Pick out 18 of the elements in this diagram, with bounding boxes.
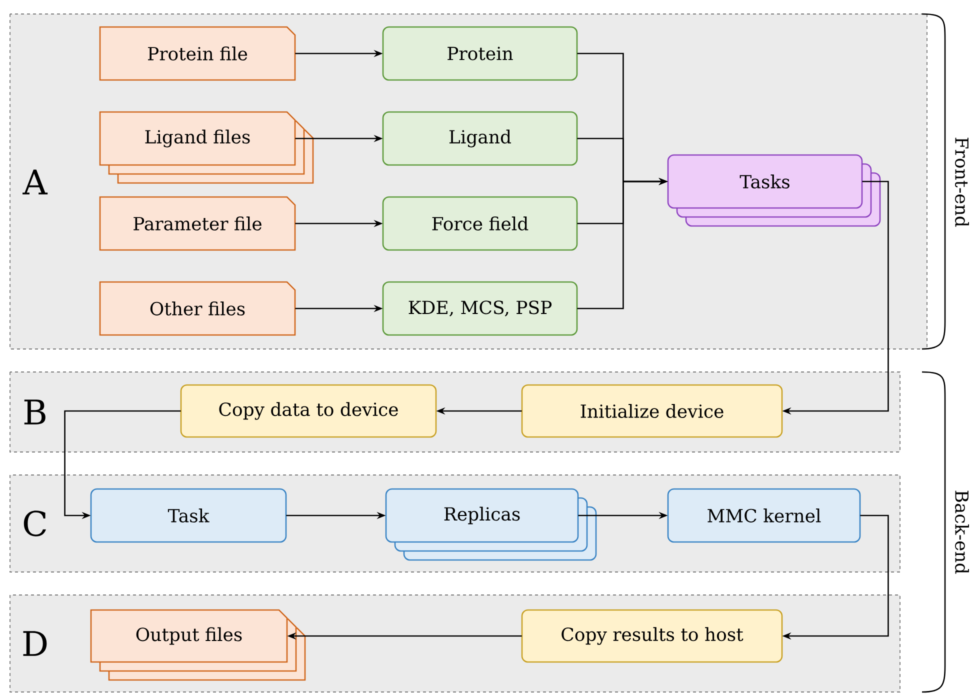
process-box: Copy results to host: [521, 609, 783, 663]
process-box: Initialize device: [521, 384, 783, 438]
process-box: MMC kernel: [667, 488, 861, 543]
file-box: Output files: [90, 609, 306, 681]
process-box: Replicas: [385, 488, 597, 561]
process-box: Copy data to device: [180, 384, 437, 438]
side-label: Front-end: [955, 138, 969, 227]
process-box: Force field: [382, 196, 578, 251]
process-box: Ligand: [382, 111, 578, 166]
file-box: Other files: [99, 281, 296, 336]
side-label: Back-end: [955, 490, 969, 574]
process-box: Task: [90, 488, 287, 543]
file-box: Protein file: [99, 26, 296, 81]
file-box: Ligand files: [99, 111, 314, 184]
process-box: Protein: [382, 26, 578, 81]
file-box: Parameter file: [99, 196, 296, 251]
process-box: KDE, MCS, PSP: [382, 281, 578, 336]
process-box: Tasks: [667, 154, 881, 227]
